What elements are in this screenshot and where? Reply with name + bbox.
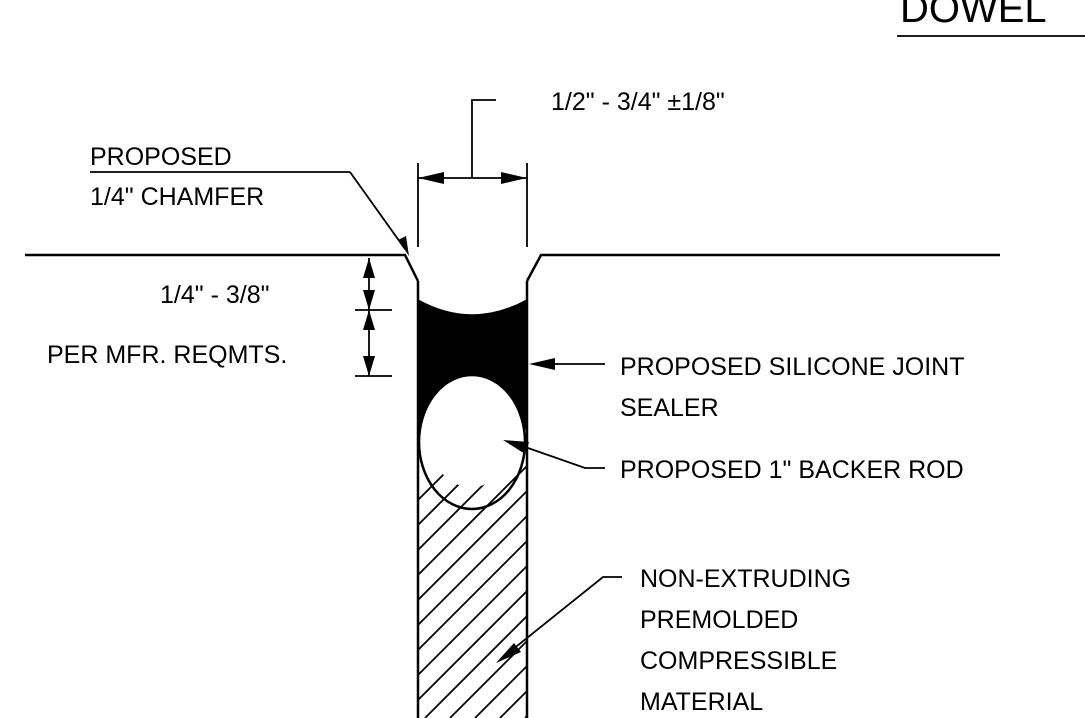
- chamfer-arrow: [398, 236, 409, 256]
- sealant-depth-label: 1/4" - 3/8": [160, 281, 269, 309]
- width-arrow-left: [418, 172, 444, 184]
- width-arrow-right: [501, 172, 527, 184]
- pavement-surface-right: [525, 253, 1000, 282]
- sealer-label-line1: PROPOSED SILICONE JOINT: [620, 353, 965, 381]
- filler-arrow: [496, 643, 521, 663]
- backer-rod-leader: [527, 447, 605, 469]
- backer-rod-label: PROPOSED 1" BACKER ROD: [620, 456, 964, 484]
- depth-arrow-top-2: [363, 310, 375, 330]
- chamfer-label-line2: 1/4" CHAMFER: [90, 183, 264, 211]
- per-mfr-label: PER MFR. REQMTS.: [47, 341, 287, 369]
- filler-leader: [511, 576, 622, 651]
- depth-arrow-bottom-2: [363, 356, 375, 376]
- sealer-arrow: [529, 358, 555, 370]
- filler-label-line1: NON-EXTRUDING: [640, 565, 851, 593]
- chamfer-leader: [349, 171, 406, 250]
- filler-label-line2: PREMOLDED: [640, 606, 798, 634]
- filler-label-line3: COMPRESSIBLE: [640, 647, 837, 675]
- depth-arrow-top-1: [363, 258, 375, 278]
- depth-arrow-bottom-1: [363, 290, 375, 310]
- pavement-surface-left: [25, 253, 420, 282]
- backer-rod-arrow: [503, 440, 529, 454]
- drawing-title: DOWEL: [900, 0, 1047, 31]
- width-leader: [471, 99, 496, 178]
- joint-width-label: 1/2" - 3/4" ±1/8": [551, 88, 725, 116]
- filler-label-line4: MATERIAL: [640, 688, 763, 716]
- chamfer-label-line1: PROPOSED: [90, 143, 232, 171]
- sealer-label-line2: SEALER: [620, 394, 719, 422]
